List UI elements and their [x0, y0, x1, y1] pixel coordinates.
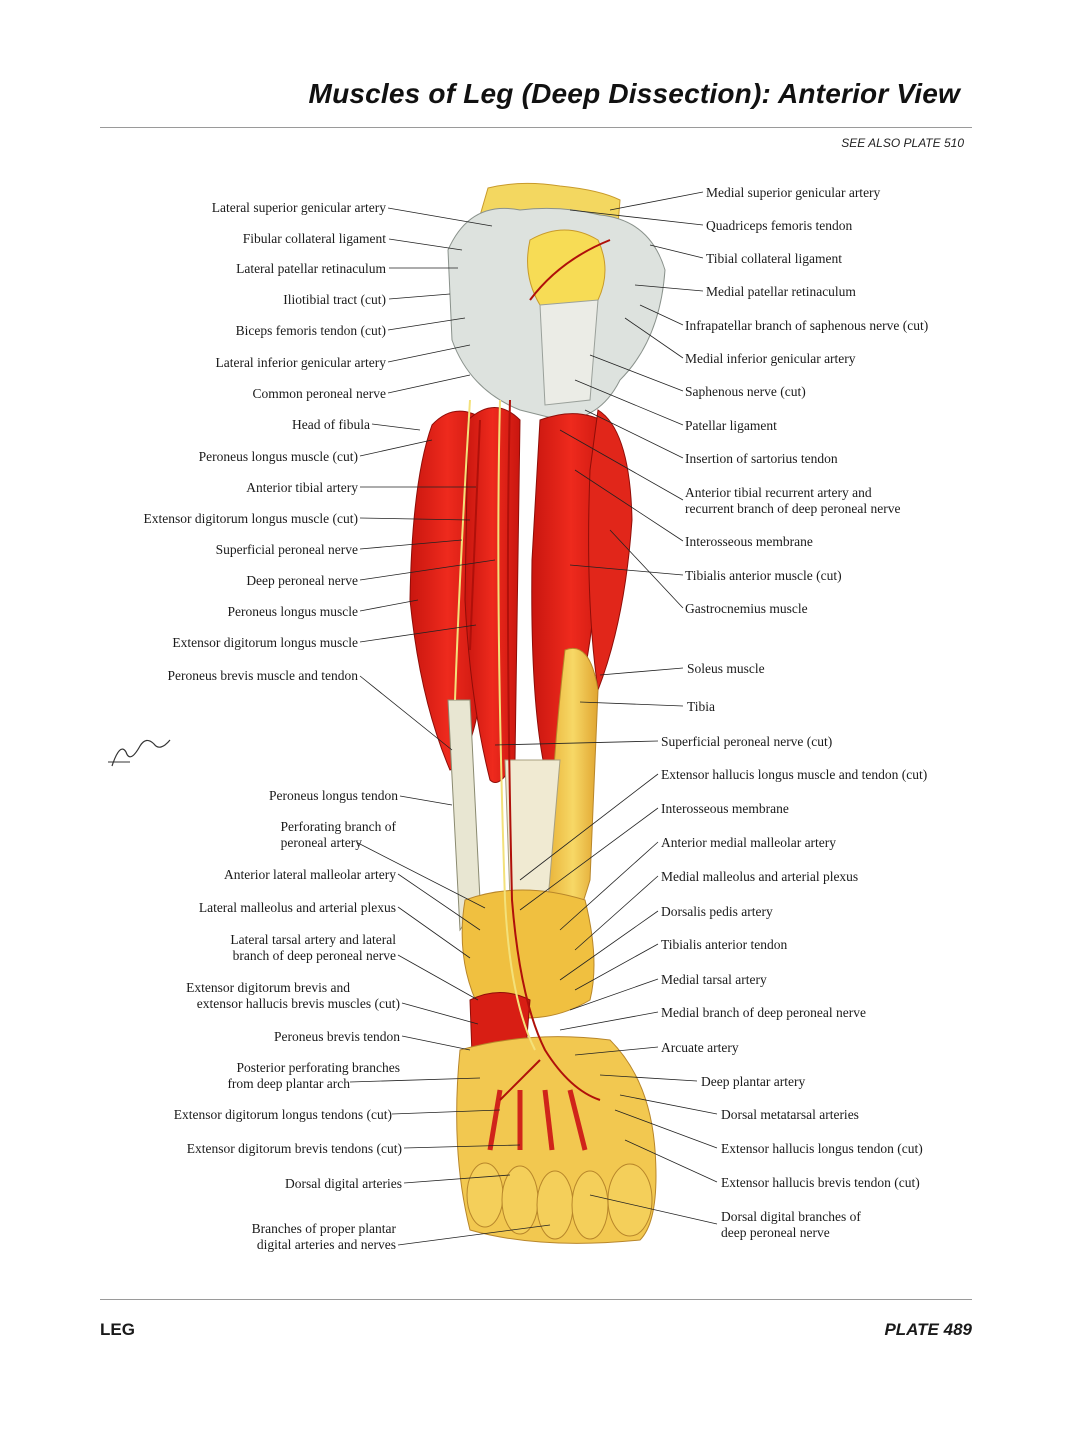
label-infrapatellar-branch-saphenous-nerve: Infrapatellar branch of saphenous nerve … [685, 318, 929, 333]
label-extensor-hallucis-longus-muscle: Extensor hallucis longus muscle and tend… [661, 767, 928, 782]
label-anterior-tibial-artery: Anterior tibial artery [246, 480, 358, 495]
label-biceps-femoris-tendon: Biceps femoris tendon (cut) [235, 323, 386, 338]
footer-rule [100, 1299, 972, 1300]
label-tibia: Tibia [687, 699, 716, 714]
label-medial-malleolus-and-arterial-plexus: Medial malleolus and arterial plexus [661, 869, 859, 884]
fibula-shape [447, 699, 481, 932]
patella-shape [527, 229, 606, 312]
label-lateral-patellar-retinaculum: Lateral patellar retinaculum [236, 261, 386, 276]
gastrocnemius-shape [588, 409, 633, 692]
label-iliotibial-tract: Iliotibial tract (cut) [283, 292, 386, 307]
label-perforating-branch-of-peroneal-artery: Perforating branch of peroneal artery [280, 819, 396, 850]
label-peroneus-longus-muscle-cut: Peroneus longus muscle (cut) [198, 449, 358, 464]
footer-plate-number: PLATE 489 [884, 1320, 972, 1339]
see-also-reference: SEE ALSO PLATE 510 [841, 136, 964, 150]
label-gastrocnemius-muscle: Gastrocnemius muscle [685, 601, 808, 616]
label-branches-of-proper-plantar-digital: Branches of proper plantar digital arter… [251, 1221, 396, 1252]
nerves-group [454, 399, 536, 1051]
label-medial-inferior-genicular-artery: Medial inferior genicular artery [685, 351, 856, 366]
header-rule [100, 127, 972, 128]
label-extensor-hallucis-brevis-tendon-cut: Extensor hallucis brevis tendon (cut) [721, 1175, 920, 1190]
footer-section: LEG [100, 1320, 135, 1339]
label-medial-tarsal-artery: Medial tarsal artery [661, 972, 767, 987]
label-quadriceps-femoris-tendon: Quadriceps femoris tendon [706, 218, 853, 233]
leader-lines-right [494, 191, 718, 1225]
foot-tendons-group [487, 1089, 588, 1151]
label-lateral-tarsal-artery: Lateral tarsal artery and lateral branch… [230, 932, 396, 963]
label-anterior-lateral-malleolar-artery: Anterior lateral malleolar artery [223, 867, 396, 882]
label-deep-plantar-artery: Deep plantar artery [701, 1074, 806, 1089]
page-title: Muscles of Leg (Deep Dissection): Anteri… [308, 78, 960, 109]
label-peroneus-longus-muscle: Peroneus longus muscle [227, 604, 359, 619]
label-extensor-digitorum-longus-muscle: Extensor digitorum longus muscle [172, 635, 358, 650]
label-superficial-peroneal-nerve: Superficial peroneal nerve [215, 542, 358, 557]
arteries-group [469, 239, 611, 1101]
label-tibialis-anterior-tendon: Tibialis anterior tendon [661, 937, 788, 952]
ankle-shape [461, 889, 595, 1019]
label-peroneus-longus-tendon: Peroneus longus tendon [269, 788, 398, 803]
label-common-peroneal-nerve: Common peroneal nerve [252, 386, 386, 401]
label-tibial-collateral-ligament: Tibial collateral ligament [706, 251, 842, 266]
label-anterior-medial-malleolar-artery: Anterior medial malleolar artery [661, 835, 837, 850]
label-anterior-tibial-recurrent-artery: Anterior tibial recurrent artery and rec… [685, 485, 901, 516]
label-medial-superior-genicular-artery: Medial superior genicular artery [706, 185, 881, 200]
label-peroneus-brevis-tendon: Peroneus brevis tendon [274, 1029, 400, 1044]
label-dorsal-digital-arteries: Dorsal digital arteries [285, 1176, 402, 1191]
label-dorsal-metatarsal-arteries: Dorsal metatarsal arteries [721, 1107, 859, 1122]
label-medial-patellar-retinaculum: Medial patellar retinaculum [706, 284, 856, 299]
label-lateral-inferior-genicular-artery: Lateral inferior genicular artery [215, 355, 386, 370]
label-patellar-ligament: Patellar ligament [685, 418, 777, 433]
label-medial-branch-of-deep-peroneal-nerve: Medial branch of deep peroneal nerve [661, 1005, 867, 1020]
label-lateral-malleolus-and-arterial-plexus: Lateral malleolus and arterial plexus [198, 900, 396, 915]
label-extensor-digitorum-brevis-tendons: Extensor digitorum brevis tendons (cut) [186, 1141, 402, 1156]
label-soleus-muscle: Soleus muscle [687, 661, 765, 676]
label-deep-peroneal-nerve: Deep peroneal nerve [246, 573, 358, 588]
label-peroneus-brevis-muscle-and-tendon: Peroneus brevis muscle and tendon [167, 668, 358, 683]
label-insertion-of-sartorius-tendon: Insertion of sartorius tendon [685, 451, 838, 466]
label-interosseous-membrane-upper: Interosseous membrane [685, 534, 813, 549]
label-dorsal-digital-branches: Dorsal digital branches of deep peroneal… [721, 1209, 861, 1240]
label-extensor-digitorum-longus-muscle-cut: Extensor digitorum longus muscle (cut) [143, 511, 358, 526]
label-arcuate-artery: Arcuate artery [661, 1040, 739, 1055]
label-lateral-superior-genicular-artery: Lateral superior genicular artery [211, 200, 386, 215]
toes-group [466, 1162, 653, 1240]
label-interosseous-membrane-lower: Interosseous membrane [661, 801, 789, 816]
label-head-of-fibula: Head of fibula [292, 417, 370, 432]
label-tibialis-anterior-muscle-cut: Tibialis anterior muscle (cut) [685, 568, 842, 583]
label-fibular-collateral-ligament: Fibular collateral ligament [242, 231, 386, 246]
label-superficial-peroneal-nerve-cut: Superficial peroneal nerve (cut) [661, 734, 833, 749]
label-extensor-digitorum-longus-tendons: Extensor digitorum longus tendons (cut) [173, 1107, 392, 1122]
label-posterior-perforating-branches: Posterior perforating branches from deep… [227, 1060, 400, 1091]
artist-signature [108, 739, 171, 767]
leader-lines-left [349, 207, 551, 1246]
label-extensor-digitorum-brevis-muscles: Extensor digitorum brevis and extensor h… [186, 980, 400, 1011]
label-extensor-hallucis-longus-tendon-cut: Extensor hallucis longus tendon (cut) [721, 1141, 923, 1156]
patellar-ligament-shape [539, 299, 599, 406]
label-dorsalis-pedis-artery: Dorsalis pedis artery [661, 904, 773, 919]
label-saphenous-nerve-cut: Saphenous nerve (cut) [685, 384, 806, 399]
